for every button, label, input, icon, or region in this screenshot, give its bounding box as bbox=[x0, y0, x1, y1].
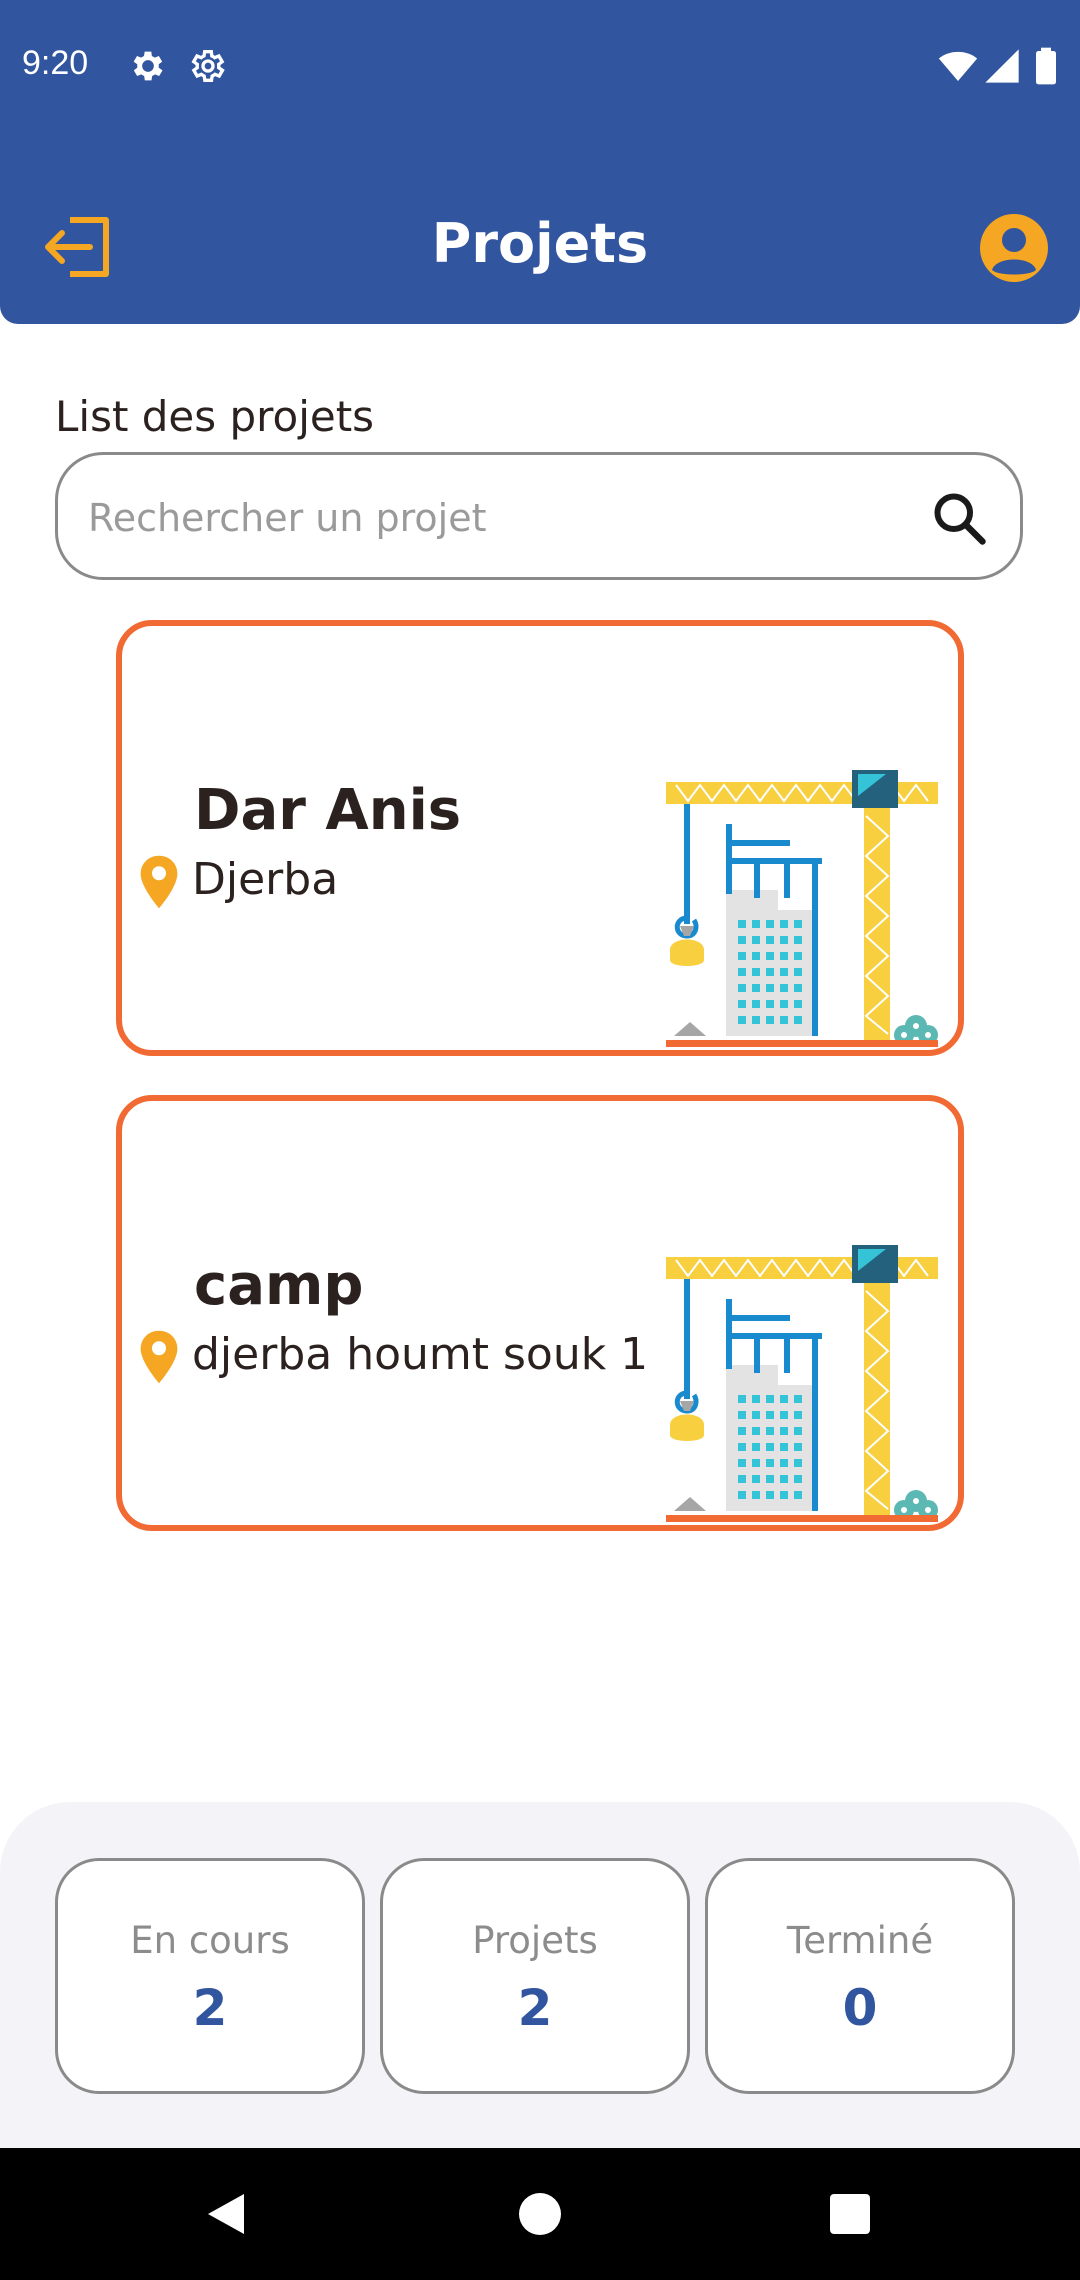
project-card[interactable]: Dar Anis Djerba bbox=[116, 620, 964, 1056]
construction-crane-illustration bbox=[666, 1245, 938, 1522]
home-icon[interactable] bbox=[510, 2184, 570, 2244]
project-location: djerba houmt souk 1 bbox=[192, 1329, 649, 1380]
project-name: camp bbox=[194, 1253, 364, 1318]
stat-label: Projets bbox=[472, 1919, 598, 1962]
system-nav-bar bbox=[0, 2148, 1080, 2280]
app-bar: 9:20 Projets bbox=[0, 0, 1080, 324]
stat-label: Terminé bbox=[786, 1919, 934, 1962]
stats-panel: En cours 2 Projets 2 Terminé 0 bbox=[0, 1802, 1080, 2148]
search-input[interactable] bbox=[86, 481, 910, 555]
logout-button[interactable] bbox=[40, 214, 114, 280]
stat-value: 2 bbox=[517, 1979, 553, 2037]
search-icon[interactable] bbox=[930, 489, 990, 549]
construction-crane-illustration bbox=[666, 770, 938, 1047]
recents-icon[interactable] bbox=[820, 2184, 880, 2244]
project-card[interactable]: camp djerba houmt souk 1 bbox=[116, 1095, 964, 1531]
list-label: List des projets bbox=[55, 392, 375, 441]
project-name: Dar Anis bbox=[194, 778, 462, 843]
stat-card-termine[interactable]: Terminé 0 bbox=[705, 1858, 1015, 2094]
location-pin-icon bbox=[140, 855, 178, 909]
stat-card-en-cours[interactable]: En cours 2 bbox=[55, 1858, 365, 2094]
back-icon[interactable] bbox=[196, 2184, 256, 2244]
location-pin-icon bbox=[140, 1330, 178, 1384]
profile-button[interactable] bbox=[978, 212, 1050, 284]
stat-card-projets[interactable]: Projets 2 bbox=[380, 1858, 690, 2094]
page-title: Projets bbox=[431, 212, 649, 275]
stat-value: 0 bbox=[842, 1979, 878, 2037]
search-box bbox=[55, 452, 1023, 580]
gear-outline-icon bbox=[191, 50, 225, 82]
signal-icon bbox=[985, 49, 1019, 83]
battery-icon bbox=[1036, 47, 1056, 85]
gear-icon bbox=[133, 51, 163, 81]
project-location: Djerba bbox=[192, 854, 339, 905]
stat-value: 2 bbox=[192, 1979, 228, 2037]
status-time: 9:20 bbox=[22, 44, 89, 82]
stat-label: En cours bbox=[130, 1919, 290, 1962]
wifi-icon bbox=[938, 51, 978, 81]
